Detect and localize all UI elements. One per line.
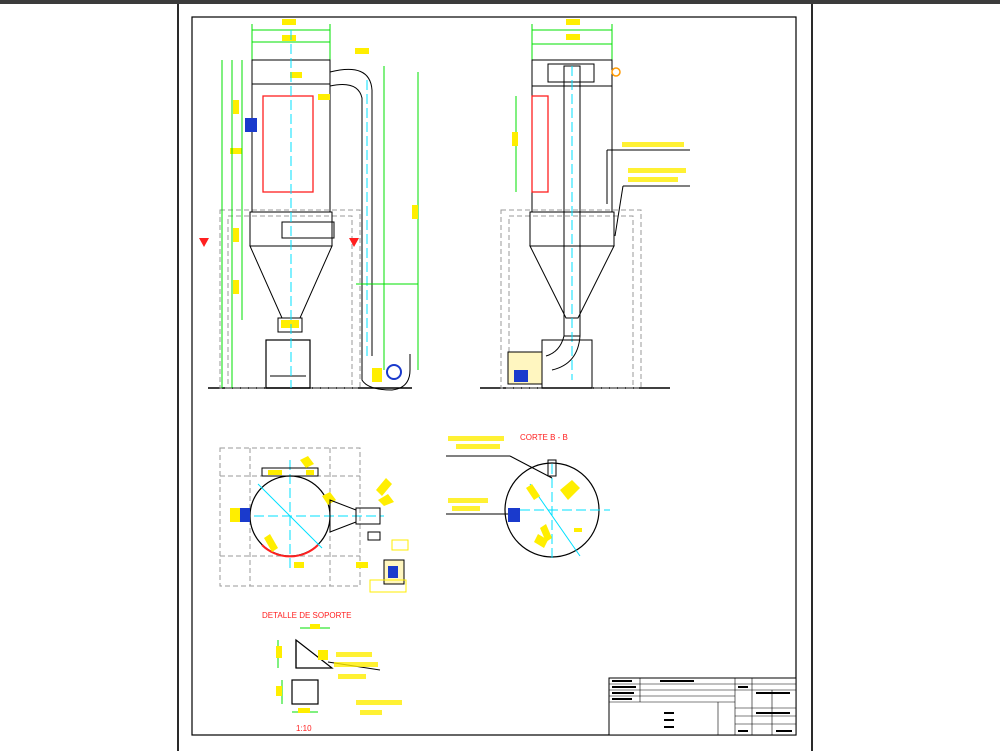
section-title: CORTE B - B (520, 433, 568, 442)
front-elevation-view (199, 19, 419, 391)
support-detail-view: DETALLE DE SOPORTE 1:10 (262, 611, 402, 733)
plan-view (219, 447, 409, 593)
detail-title: DETALLE DE SOPORTE (262, 611, 352, 620)
section-b-b-view: CORTE B - B (446, 433, 610, 562)
title-block (608, 677, 797, 736)
side-elevation-view (480, 19, 690, 389)
drawing-sheet (177, 4, 813, 751)
drawing-frame (191, 16, 797, 736)
window-top-bar (0, 0, 1000, 4)
scale-label: 1:10 (296, 724, 312, 733)
